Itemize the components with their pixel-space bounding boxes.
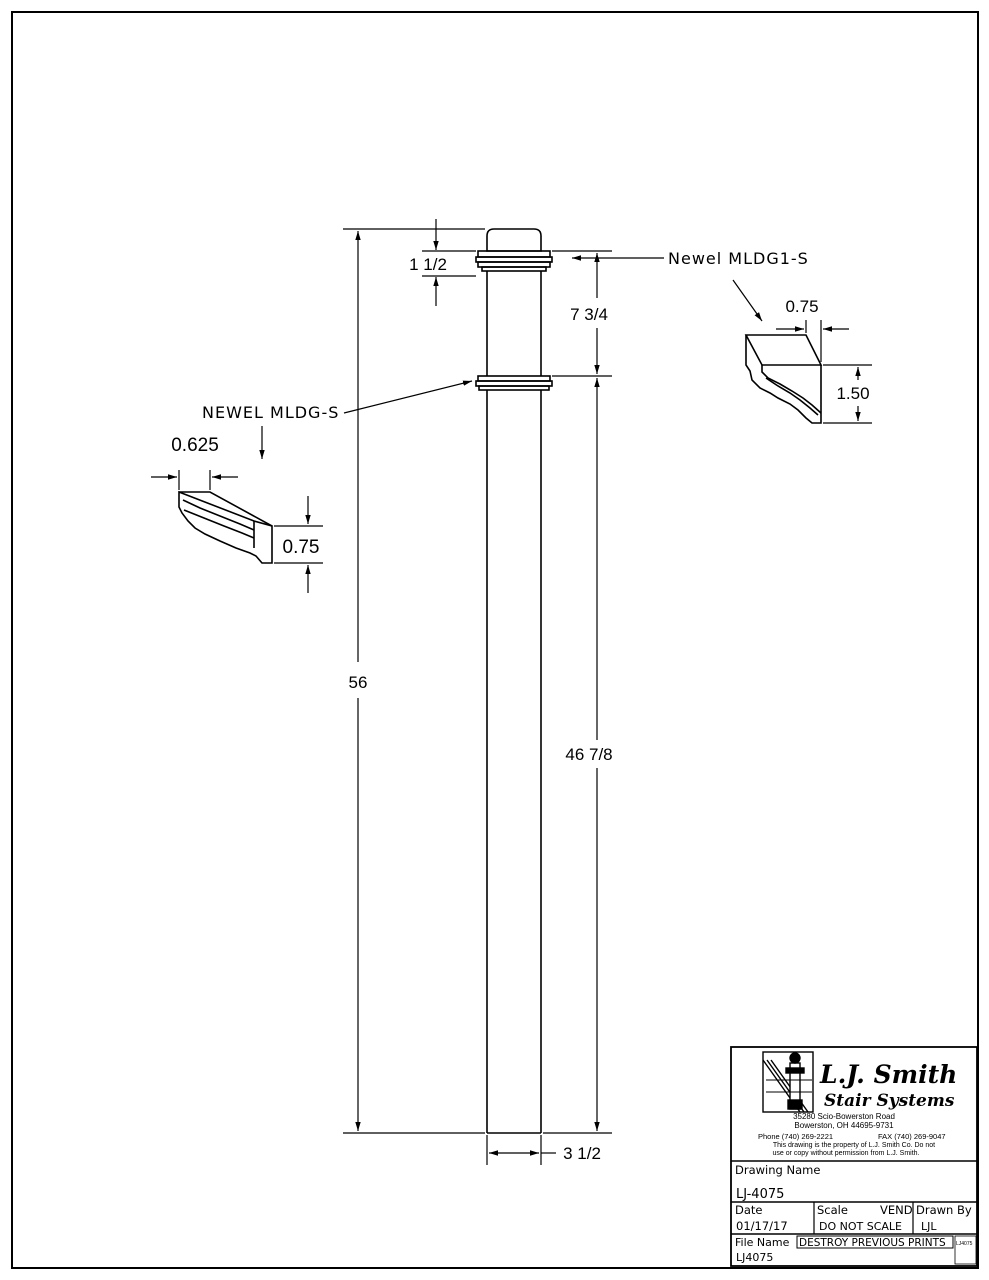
post-cap — [486, 228, 542, 252]
cap-height-label: 1 1/2 — [409, 255, 447, 274]
post-width-dimension — [486, 1135, 556, 1165]
top-molding-callout: Newel MLDG1-S — [668, 249, 809, 268]
right-molding-profile — [744, 334, 823, 424]
upper-section-label: 7 3/4 — [570, 305, 608, 324]
drawn-by-value: LJL — [921, 1220, 937, 1233]
overall-height-label: 56 — [349, 673, 368, 692]
date-label: Date — [735, 1203, 763, 1217]
title-block — [730, 1046, 978, 1267]
cap-height-dimension — [422, 219, 476, 306]
left-profile-width-label: 0.625 — [171, 435, 219, 456]
date-value: 01/17/17 — [736, 1219, 788, 1233]
company-name-line2: Stair Systems — [824, 1091, 955, 1111]
small-stamp: LJ4075 — [956, 1241, 973, 1247]
company-fax: FAX (740) 269-9047 — [878, 1132, 946, 1141]
company-notice2: use or copy without permission from L.J.… — [772, 1150, 919, 1157]
drawing-name-value: LJ-4075 — [736, 1187, 784, 1202]
vend-label: VEND — [880, 1203, 913, 1217]
company-address2: Bowerston, OH 44695-9731 — [794, 1121, 894, 1130]
scale-value: DO NOT SCALE — [819, 1220, 902, 1233]
newel-post — [475, 228, 553, 1134]
right-profile-height-label: 1.50 — [836, 384, 869, 403]
mid-molding-callout: NEWEL MLDG-S — [202, 403, 339, 422]
upper-section-dimension — [552, 250, 612, 377]
right-profile-width-label: 0.75 — [785, 297, 818, 316]
left-molding-profile — [178, 490, 273, 564]
left-profile-dimensions — [151, 470, 323, 593]
left-profile-height-label: 0.75 — [283, 537, 320, 558]
company-name-line1: L.J. Smith — [819, 1060, 957, 1089]
drawn-by-label: Drawn By — [916, 1203, 972, 1217]
sheet-border — [11, 11, 979, 1269]
post-width-label: 3 1/2 — [563, 1144, 601, 1163]
file-name-value: LJ4075 — [736, 1251, 773, 1264]
mid-molding-leader — [343, 380, 473, 414]
company-logo-icon — [762, 1051, 814, 1113]
right-profile-dimensions — [776, 320, 872, 424]
top-profile-pointer — [732, 279, 763, 322]
company-address1: 35280 Scio-Bowerston Road — [793, 1112, 895, 1121]
lower-section-label: 46 7/8 — [565, 745, 612, 764]
company-notice1: This drawing is the property of L.J. Smi… — [773, 1142, 935, 1149]
overall-height-dimension — [343, 228, 485, 1134]
company-phone: Phone (740) 269-2221 — [758, 1132, 833, 1141]
top-molding — [477, 250, 551, 258]
lower-section-dimension — [543, 378, 612, 1134]
destroy-note: DESTROY PREVIOUS PRINTS — [799, 1237, 946, 1249]
drawing-name-label: Drawing Name — [735, 1163, 820, 1177]
scale-label: Scale — [817, 1203, 848, 1217]
file-name-label: File Name — [735, 1236, 790, 1249]
